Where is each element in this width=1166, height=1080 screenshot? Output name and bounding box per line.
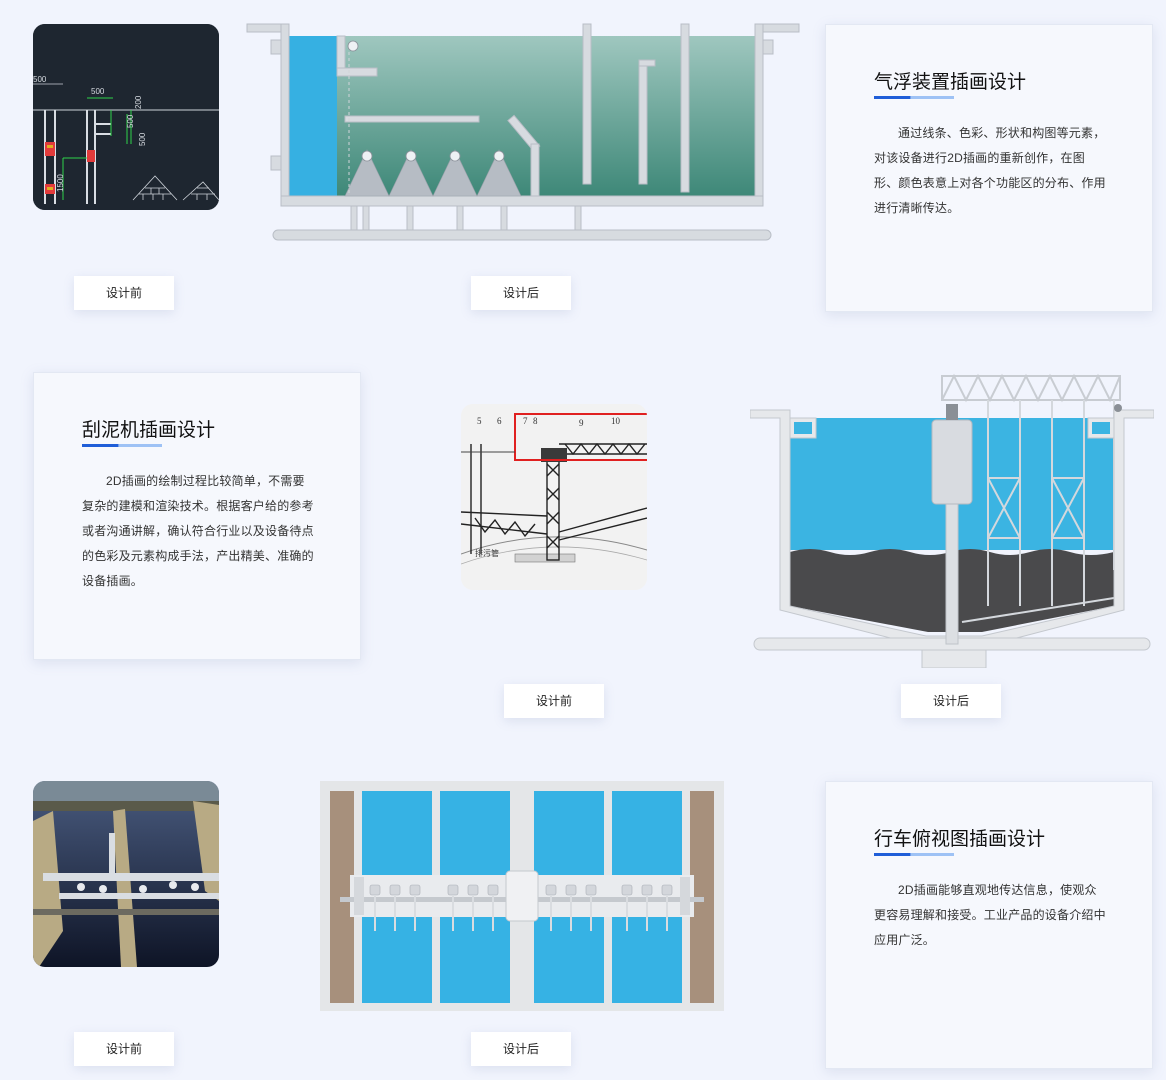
before-label: 设计前 (74, 1032, 174, 1066)
dim-label: 500 (138, 132, 147, 146)
dim-label: 500 (126, 114, 135, 128)
card-description: 通过线条、色彩、形状和构图等元素，对该设备进行2D插画的重新创作，在图形、颜色表… (874, 126, 1106, 215)
before-image-crane (33, 781, 219, 967)
part-label: 6 (497, 416, 502, 426)
dim-label: 500 (33, 75, 47, 84)
before-label: 设计前 (504, 684, 604, 718)
dim-label: 500 (91, 87, 105, 96)
after-image-crane (320, 781, 724, 1011)
card-description: 2D插画的绘制过程比较简单，不需要复杂的建模和渲染技术。根据客户给的参考或者沟通… (82, 474, 314, 588)
title-underline (874, 96, 954, 99)
dim-label: 1500 (56, 174, 65, 192)
title-underline (874, 853, 954, 856)
after-image-scraper (750, 370, 1154, 668)
card-title: 气浮装置插画设计 (874, 72, 1027, 93)
card-description: 2D插画能够直观地传达信息，使观众更容易理解和接受。工业产品的设备介绍中应用广泛… (874, 883, 1106, 947)
part-label: 排污管 (475, 548, 499, 558)
part-label: 8 (533, 416, 538, 426)
card-title: 刮泥机插画设计 (82, 420, 216, 441)
before-image-scraper: 5 6 7 8 9 10 排污管 (461, 404, 647, 590)
after-label: 设计后 (471, 1032, 571, 1066)
part-label: 10 (611, 416, 621, 426)
title-underline (82, 444, 162, 447)
before-image-flotation: 500 500 200 500 500 1500 (33, 24, 219, 210)
after-label: 设计后 (901, 684, 1001, 718)
before-label: 设计前 (74, 276, 174, 310)
after-label: 设计后 (471, 276, 571, 310)
scraper-design-card: 刮泥机插画设计 2D插画的绘制过程比较简单，不需要复杂的建模和渲染技术。根据客户… (33, 372, 361, 660)
crane-design-card: 行车俯视图插画设计 2D插画能够直观地传达信息，使观众更容易理解和接受。工业产品… (825, 781, 1153, 1069)
part-label: 7 (523, 416, 528, 426)
dim-label: 200 (134, 95, 143, 109)
card-title: 行车俯视图插画设计 (874, 829, 1046, 850)
flotation-design-card: 气浮装置插画设计 通过线条、色彩、形状和构图等元素，对该设备进行2D插画的重新创… (825, 24, 1153, 312)
after-image-flotation (245, 22, 800, 250)
part-label: 9 (579, 418, 584, 428)
part-label: 5 (477, 416, 482, 426)
